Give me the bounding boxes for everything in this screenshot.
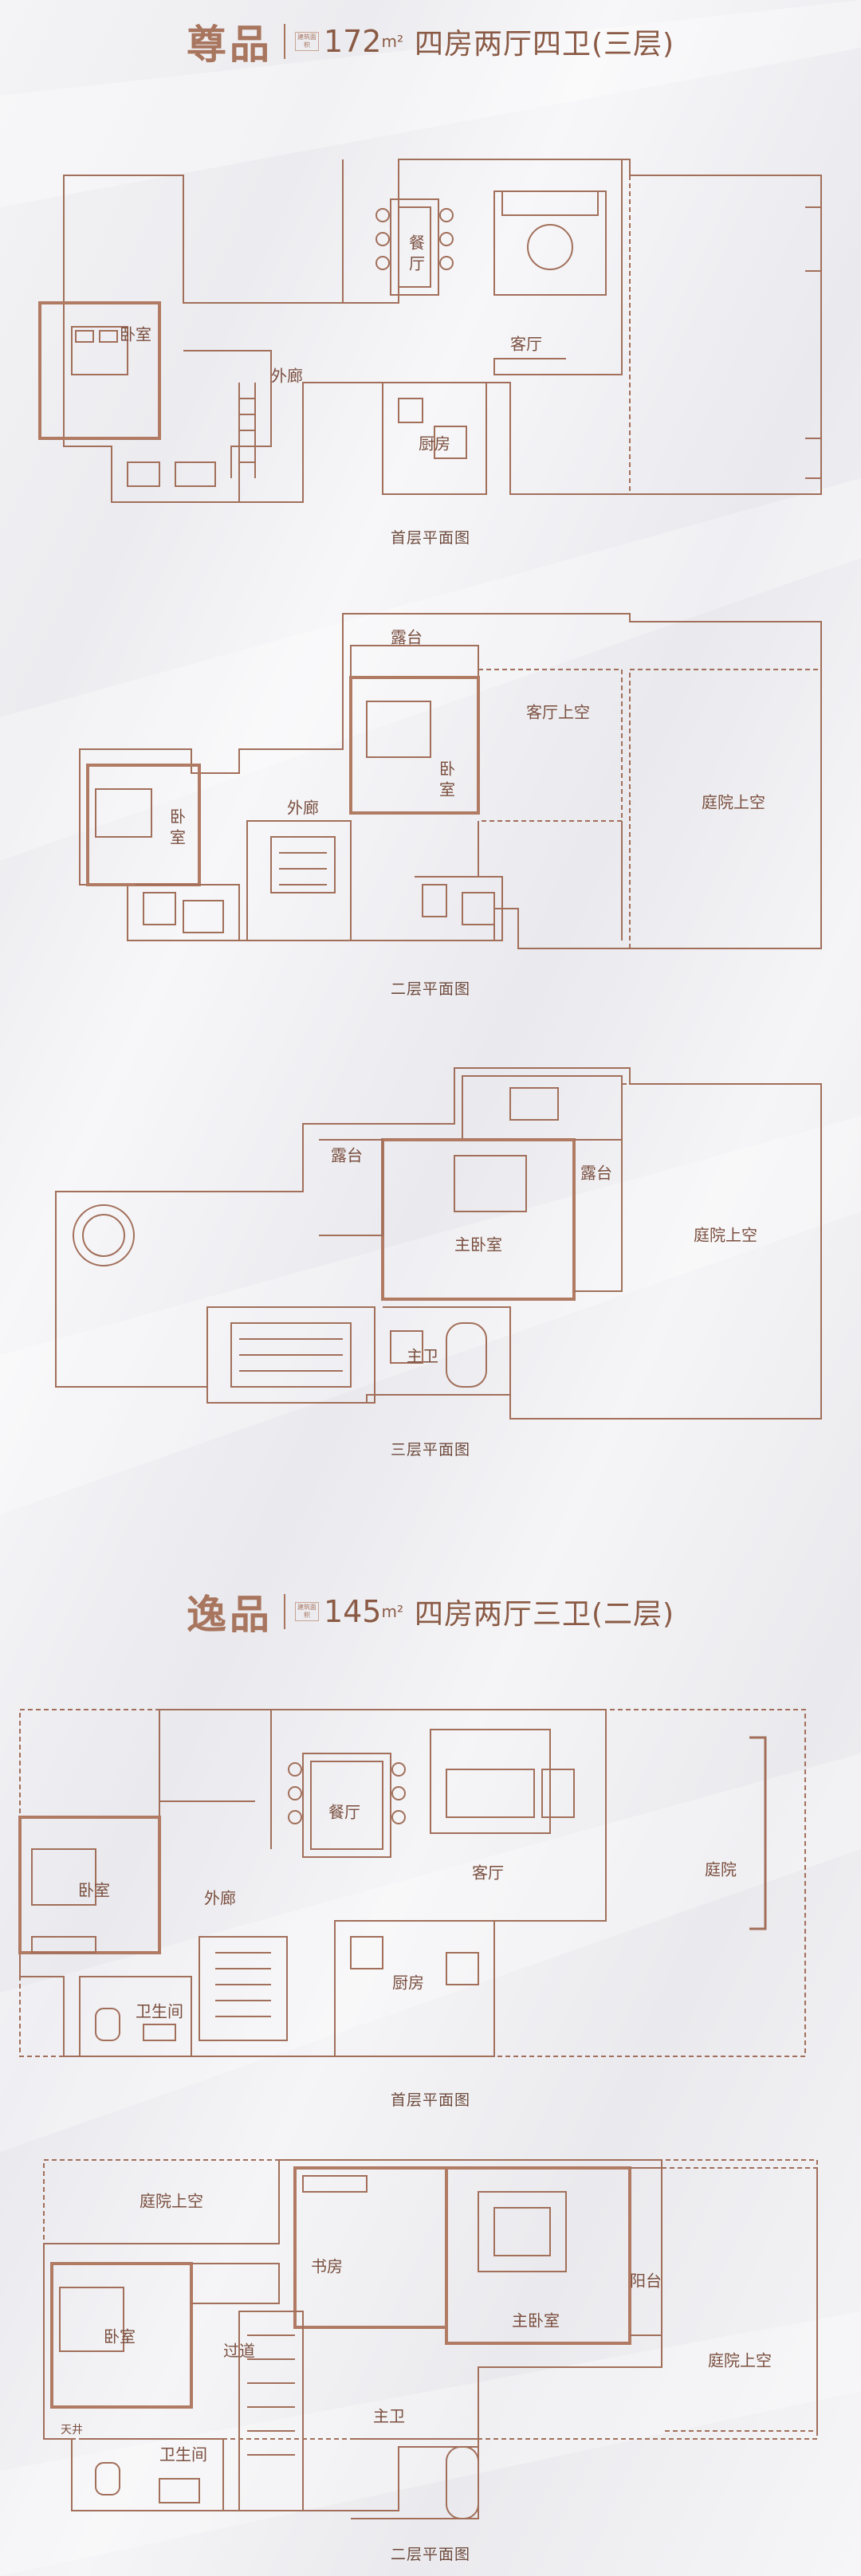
room-courtyard-void: 庭院上空	[702, 792, 765, 812]
room-courtyard-void: 庭院上空	[694, 1225, 757, 1245]
area-tag: 建筑面积	[294, 32, 319, 51]
room-corridor: 外廊	[204, 1888, 236, 1908]
plan-caption: 首层平面图	[390, 529, 470, 547]
room-kitchen: 厨房	[419, 434, 450, 454]
area-tag: 建筑面积	[294, 1602, 319, 1621]
plan-zunpin-floor2: 露台 客厅上空 卧室 外廊 卧室 庭院上空 二层平面图	[0, 590, 861, 1004]
floorplan-drawing	[38, 159, 822, 503]
area-value: 172	[323, 24, 382, 59]
room-living: 客厅	[510, 334, 542, 354]
room-bathroom: 卫生间	[136, 2001, 183, 2021]
room-bedroom-a: 卧室	[436, 760, 456, 802]
plan-yipin-floor2: 庭院上空 书房 阳台 卧室 过道 主卧室 庭院上空 主卫 天井 卫生间 二层平面…	[0, 2144, 861, 2574]
series-name: 逸品	[186, 1591, 273, 1638]
room-master-bath: 主卫	[373, 2406, 405, 2426]
room-bathroom: 卫生间	[159, 2444, 207, 2464]
series-name: 尊品	[186, 21, 273, 68]
plan-caption: 二层平面图	[390, 980, 470, 998]
floorplan-drawing	[43, 2159, 818, 2519]
section-title-zunpin: 尊品 建筑面积 172 m² 四房两厅四卫(三层)	[0, 10, 861, 73]
room-skywell: 天井	[61, 2424, 83, 2437]
room-dining: 餐厅	[406, 234, 426, 276]
room-master-bedroom: 主卧室	[454, 1235, 502, 1255]
title-separator	[283, 1594, 285, 1629]
section-title-yipin: 逸品 建筑面积 145 m² 四房两厅三卫(二层)	[0, 1580, 861, 1643]
area-value: 145	[323, 1594, 382, 1629]
room-bedroom-b: 卧室	[167, 808, 187, 850]
room-terrace-a: 露台	[331, 1145, 363, 1165]
layout-description: 四房两厅三卫(二层)	[414, 1598, 675, 1631]
layout-description: 四房两厅四卫(三层)	[414, 28, 675, 61]
area-unit: m²	[381, 32, 403, 51]
room-passage: 过道	[223, 2341, 255, 2361]
room-corridor: 外廊	[271, 366, 303, 386]
room-living-void: 客厅上空	[526, 702, 590, 722]
room-courtyard: 庭院	[705, 1859, 737, 1879]
plan-caption: 二层平面图	[390, 2546, 470, 2563]
room-corridor: 外廊	[287, 798, 319, 818]
room-bedroom: 卧室	[120, 324, 151, 344]
room-terrace-b: 露台	[580, 1163, 612, 1183]
title-separator	[283, 24, 285, 59]
room-master-bedroom: 主卧室	[512, 2311, 560, 2331]
room-master-bath: 主卫	[407, 1346, 438, 1366]
floorplan-drawing	[79, 613, 822, 949]
plan-zunpin-floor3: 露台 露台 主卧室 庭院上空 主卫 三层平面图	[0, 1052, 861, 1467]
room-courtyard-void-b: 庭院上空	[708, 2350, 772, 2370]
room-study: 书房	[311, 2256, 343, 2276]
room-terrace: 露台	[391, 627, 423, 647]
floorplan-drawing	[18, 1709, 806, 2057]
plan-yipin-floor1: 餐厅 卧室 外廊 客厅 庭院 厨房 卫生间 首层平面图	[0, 1690, 861, 2120]
room-dining: 餐厅	[328, 1802, 360, 1822]
plan-caption: 三层平面图	[390, 1441, 470, 1459]
room-kitchen: 厨房	[392, 1973, 424, 1993]
plan-caption: 首层平面图	[390, 2091, 470, 2109]
plan-zunpin-floor1: 卧室 外廊 餐厅 客厅 厨房 首层平面图	[0, 143, 861, 558]
room-bedroom: 卧室	[78, 1880, 110, 1900]
room-bedroom: 卧室	[104, 2327, 136, 2346]
room-balcony: 阳台	[630, 2271, 662, 2291]
room-living: 客厅	[472, 1863, 504, 1883]
room-courtyard-void-a: 庭院上空	[140, 2191, 203, 2211]
floorplan-drawing	[55, 1067, 822, 1420]
area-unit: m²	[381, 1602, 403, 1621]
